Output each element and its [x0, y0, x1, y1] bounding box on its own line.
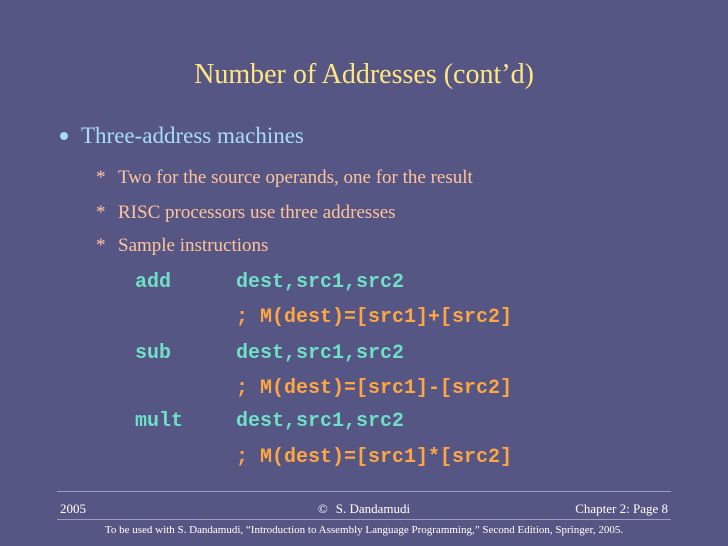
sub-bullet-text: Two for the source operands, one for the… [118, 167, 473, 188]
code-mnemonic-sub: sub [135, 342, 172, 365]
footer-year: 2005 [60, 501, 86, 516]
footer-page: Chapter 2: Page 8 [575, 501, 668, 516]
code-mnemonic-mult: mult [135, 410, 184, 433]
code-operands-sub: dest,src1,src2 [236, 342, 405, 365]
code-operands-mult: dest,src1,src2 [236, 410, 405, 433]
sub-bullet-text: RISC processors use three addresses [118, 202, 396, 223]
slide-title: Number of Addresses (cont’d) [194, 59, 534, 90]
sub-bullet-sample: * Sample instructions [96, 234, 268, 258]
main-bullet: Three-address machines [60, 121, 304, 151]
main-bullet-text: Three-address machines [81, 123, 304, 148]
sub-bullet-marker: * [96, 167, 106, 188]
sub-bullet-text: Sample instructions [118, 235, 269, 256]
sub-bullet-marker: * [96, 202, 106, 223]
sub-bullet-marker: * [96, 235, 106, 256]
code-comment-mult: ; M(dest)=[src1]*[src2] [236, 446, 513, 469]
copyright-icon: © [317, 501, 328, 516]
code-comment-sub: ; M(dest)=[src1]-[src2] [236, 377, 513, 400]
footer-author-name: S. Dandamudi [335, 501, 411, 516]
footer-note: To be used with S. Dandamudi, “Introduct… [104, 524, 624, 536]
code-mnemonic-add: add [135, 271, 172, 294]
sub-bullet-risc: * RISC processors use three addresses [96, 201, 396, 225]
sub-bullet-source-operands: * Two for the source operands, one for th… [96, 166, 473, 190]
bullet-dot-icon [60, 131, 68, 140]
footer-divider-top [57, 491, 671, 492]
code-operands-add: dest,src1,src2 [236, 271, 405, 294]
footer-divider-bottom [57, 519, 671, 520]
footer-author: © S. Dandamudi [0, 501, 728, 517]
code-comment-add: ; M(dest)=[src1]+[src2] [236, 306, 513, 329]
